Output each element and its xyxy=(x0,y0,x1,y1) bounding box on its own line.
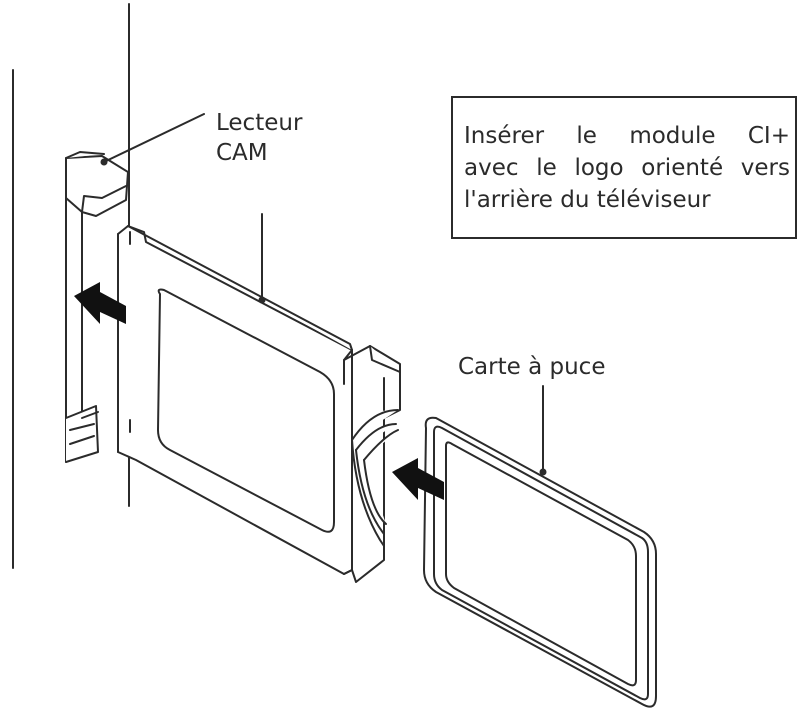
smart-card-leader xyxy=(539,385,547,476)
smart-card-label: Carte à puce xyxy=(458,354,606,380)
cam-reader-leader xyxy=(100,113,205,166)
cam-reader-slot xyxy=(65,151,129,463)
smart-card xyxy=(423,416,657,708)
cam-reader-label: Lecteur CAM xyxy=(216,108,302,168)
arrow-right-icon xyxy=(392,458,444,500)
cam-reader-label-line2: CAM xyxy=(216,140,268,166)
instruction-line-2: avec le logo orienté vers xyxy=(464,155,790,181)
instruction-text: Insérer le module CI+ avec le logo orien… xyxy=(464,120,790,216)
module-leader xyxy=(258,213,266,304)
cam-reader-label-line1: Lecteur xyxy=(216,110,303,136)
instruction-line-1: Insérer le module CI+ xyxy=(464,123,790,149)
instruction-line-3: l'arrière du téléviseur xyxy=(464,187,711,213)
instruction-box: Insérer le module CI+ avec le logo orien… xyxy=(451,96,797,239)
arrow-right-icon xyxy=(74,282,126,324)
tv-back-panel xyxy=(12,3,130,569)
ci-plus-module xyxy=(117,225,401,583)
